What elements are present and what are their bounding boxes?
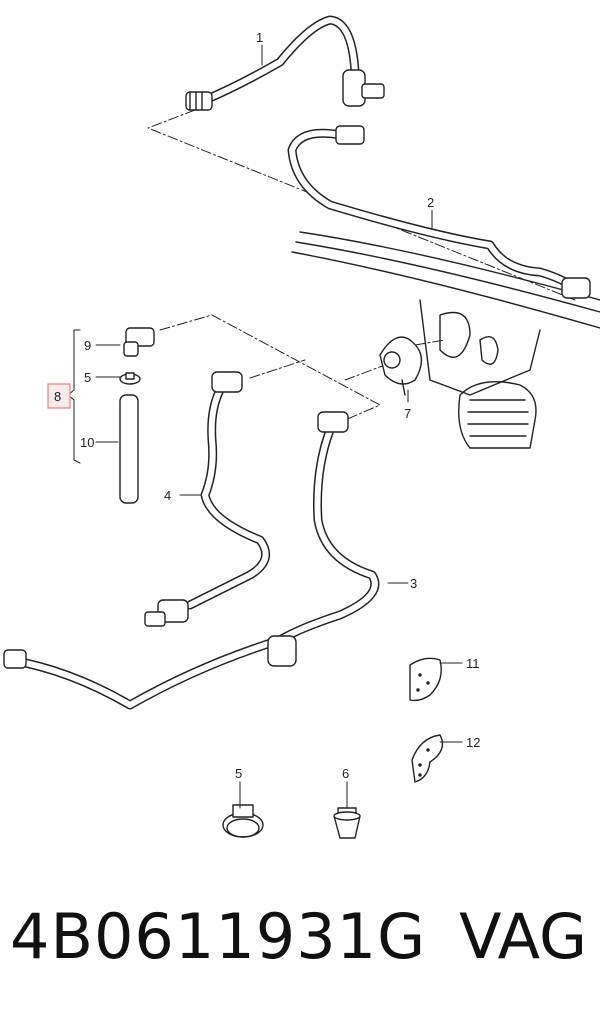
part-number: 4B0611931G (10, 900, 427, 973)
hose-3 (3, 411, 380, 710)
hose-11 (409, 657, 442, 702)
hose-assembly-diagram: 1 2 3 4 5 5 6 7 8 9 10 11 12 (3, 15, 600, 839)
hose-4 (144, 371, 271, 627)
grommet-6 (333, 807, 361, 839)
body-panel (291, 231, 600, 449)
highlight-box-8 (47, 383, 71, 409)
callout-4: 4 (164, 488, 171, 503)
callout-11: 11 (466, 656, 480, 671)
bracket-7 (379, 336, 423, 396)
clamp-5-large (222, 804, 264, 838)
hose-1 (185, 15, 385, 111)
callout-9: 9 (84, 338, 91, 353)
callout-5-large: 5 (235, 766, 242, 781)
callout-10: 10 (80, 435, 94, 450)
callout-7: 7 (404, 406, 411, 421)
callout-8: 8 (54, 389, 61, 404)
footer: 4B0611931G VAG (10, 900, 595, 990)
callout-2: 2 (427, 195, 434, 210)
hose-12 (411, 734, 444, 783)
callout-12: 12 (466, 735, 480, 750)
callout-1: 1 (256, 30, 263, 45)
connector-9 (123, 327, 155, 357)
clamp-5-small (119, 372, 141, 385)
tube-10 (119, 394, 139, 504)
hose-2 (287, 125, 591, 299)
brand-label: VAG (459, 900, 587, 973)
callout-6: 6 (342, 766, 349, 781)
assembly-lines (147, 109, 576, 421)
callout-5-small: 5 (84, 370, 91, 385)
callout-3: 3 (410, 576, 417, 591)
